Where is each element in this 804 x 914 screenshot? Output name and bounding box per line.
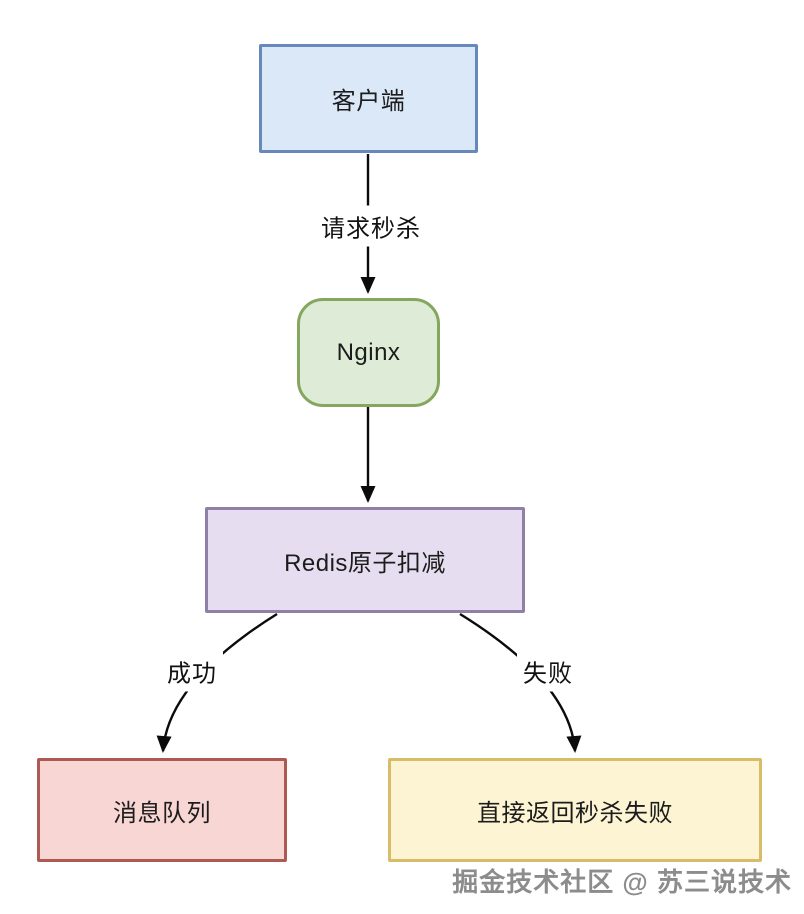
- node-client[interactable]: 客户端: [259, 44, 478, 153]
- edge-label-request-seckill: 请求秒杀: [315, 205, 427, 247]
- node-return-failure[interactable]: 直接返回秒杀失败: [388, 758, 762, 862]
- node-nginx[interactable]: Nginx: [297, 298, 440, 407]
- node-client-label: 客户端: [331, 88, 406, 115]
- edge-label-failure: 失败: [517, 650, 579, 692]
- node-message-queue[interactable]: 消息队列: [37, 758, 287, 862]
- edge-label-success: 成功: [161, 650, 223, 692]
- node-redis[interactable]: Redis原子扣减: [205, 507, 525, 613]
- node-redis-label: Redis原子扣减: [284, 549, 446, 577]
- node-return-failure-label: 直接返回秒杀失败: [477, 799, 673, 827]
- watermark: 掘金技术社区 @ 苏三说技术: [452, 867, 792, 897]
- node-message-queue-label: 消息队列: [113, 799, 211, 827]
- node-nginx-label: Nginx: [336, 338, 401, 366]
